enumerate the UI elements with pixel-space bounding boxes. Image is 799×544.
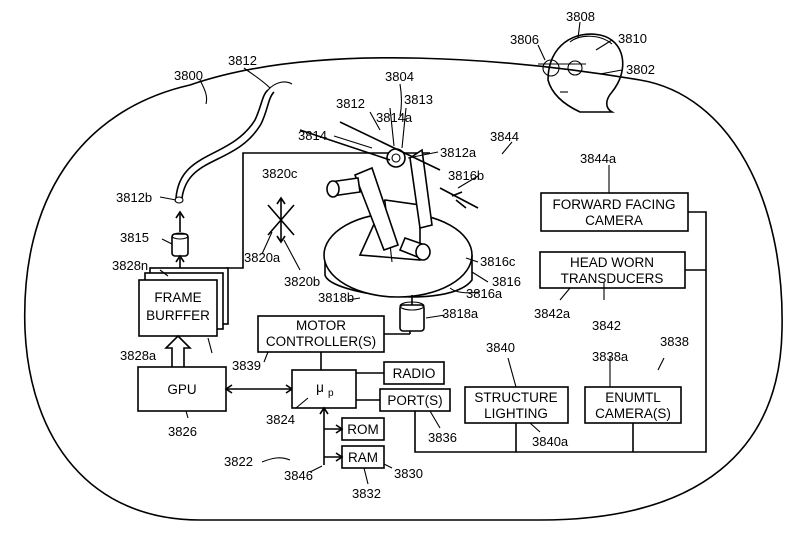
ref-3818a: 3818a [442, 306, 479, 321]
structure-lighting-label-2: LIGHTING [484, 406, 548, 421]
ports-label: PORT(S) [387, 393, 442, 408]
frame-buffer-stack [138, 267, 229, 337]
ref-3804: 3804 [385, 69, 414, 84]
rom-label: ROM [347, 422, 379, 437]
ref-3816b: 3816b [448, 168, 484, 183]
ref-3840: 3840 [486, 340, 515, 355]
head-transducers-label-2: TRANSDUCERS [561, 271, 664, 286]
ref-3838a: 3838a [592, 349, 629, 364]
processor-subscript: p [328, 388, 334, 399]
ref-3812-shaft: 3812 [336, 96, 365, 111]
ref-3820a: 3820a [244, 250, 281, 265]
ref-3842: 3842 [592, 318, 621, 333]
ref-3816c: 3816c [480, 254, 516, 269]
ref-3812a: 3812a [440, 145, 477, 160]
ref-3846: 3846 [284, 468, 313, 483]
ref-3812b: 3812b [116, 190, 152, 205]
ref-3844: 3844 [490, 129, 519, 144]
ref-3816: 3816 [492, 274, 521, 289]
ref-3840a: 3840a [532, 434, 569, 449]
ref-3810: 3810 [618, 31, 647, 46]
frame-buffer-label-2: BURFFER [146, 308, 210, 323]
connector-3815 [171, 232, 189, 257]
ref-3800: 3800 [174, 68, 203, 83]
frame-buffer-label-1: FRAME [154, 290, 201, 305]
head-transducers-label-1: HEAD WORN [570, 255, 654, 270]
ref-3832: 3832 [352, 486, 381, 501]
ram-label: RAM [348, 450, 378, 465]
ref-3818b: 3818b [318, 290, 354, 305]
forward-camera-box [540, 192, 689, 232]
processor-label: μ [316, 380, 324, 395]
ref-3813: 3813 [404, 92, 433, 107]
enumtl-camera-label-2: CAMERA(S) [595, 406, 671, 421]
user-head-drawing [538, 33, 624, 113]
ref-3812-cable: 3812 [228, 53, 257, 68]
ref-3814: 3814 [298, 128, 327, 143]
enumtl-camera-label-1: ENUMTL [605, 390, 661, 405]
structure-lighting-box [464, 386, 569, 424]
ref-3808: 3808 [566, 9, 595, 24]
gpu-label: GPU [167, 382, 196, 397]
ref-3826: 3826 [168, 424, 197, 439]
ref-3802: 3802 [626, 62, 655, 77]
head-transducers-box [539, 251, 686, 289]
motion-arrows-3820 [267, 196, 295, 244]
ref-3828n: 3828n [112, 258, 148, 273]
ref-3816a: 3816a [466, 286, 503, 301]
ref-3842a: 3842a [534, 306, 571, 321]
enumtl-camera-box [584, 386, 682, 424]
ref-3824: 3824 [266, 412, 295, 427]
ref-3839: 3839 [232, 358, 261, 373]
ref-3820b: 3820b [284, 274, 320, 289]
ref-3828a: 3828a [120, 348, 157, 363]
processor-box [291, 369, 357, 409]
ref-3814a: 3814a [376, 110, 413, 125]
cable-3812 [175, 89, 269, 199]
rotating-display-apparatus [299, 121, 479, 332]
structure-lighting-label-1: STRUCTURE [474, 390, 557, 405]
motor-controller-box [257, 315, 385, 353]
motor-controller-label-1: MOTOR [296, 318, 346, 333]
forward-camera-label-1: FORWARD FACING [552, 197, 675, 212]
enclosure-outline [23, 57, 783, 521]
ref-3806: 3806 [510, 32, 539, 47]
ref-3830: 3830 [394, 466, 423, 481]
ref-3822: 3822 [224, 454, 253, 469]
ref-3844a: 3844a [580, 151, 617, 166]
forward-camera-label-2: CAMERA [585, 213, 643, 228]
motor-controller-label-2: CONTROLLER(S) [266, 334, 376, 349]
radio-label: RADIO [393, 366, 436, 381]
ref-3820c: 3820c [262, 166, 298, 181]
ref-3836: 3836 [428, 430, 457, 445]
leader-lines [159, 21, 665, 485]
ref-3838: 3838 [660, 334, 689, 349]
ref-3815: 3815 [120, 230, 149, 245]
